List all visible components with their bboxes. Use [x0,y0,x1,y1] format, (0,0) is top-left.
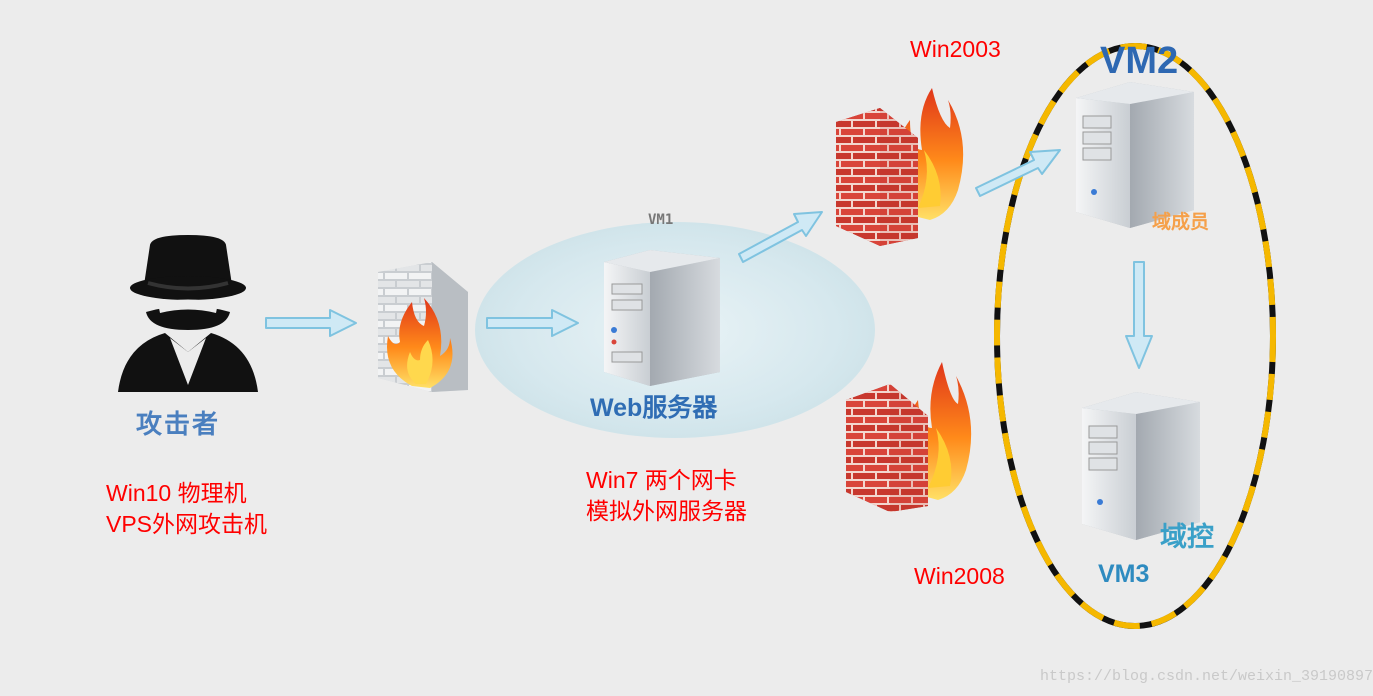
domain-controller-role-label: 域控 [1160,522,1214,552]
firewall-front-icon [378,262,468,392]
arrow-firewall-to-webserver [486,309,579,337]
arrow-attacker-to-firewall [265,309,357,337]
attacker-label: 攻击者 [136,409,221,439]
domain-member-vm-tag: VM2 [1100,40,1179,82]
firewall-top-os-label: Win2003 [910,36,1001,62]
web-server-desc-line1: Win7 两个网卡 [586,467,737,493]
firewall-bottom-os-label: Win2008 [914,563,1005,589]
domain-member-role-label: 域成员 [1152,212,1210,233]
attacker-desc-line2: VPS外网攻击机 [106,511,268,537]
firewall-bottom-icon [846,362,972,512]
attacker-spy-icon [118,235,258,392]
domain-controller-vm-tag: VM3 [1098,560,1150,588]
arrow-firewall-to-member [975,149,1061,197]
arrow-webserver-to-firewall-top [738,211,823,263]
firewall-top-icon [836,88,964,246]
domain-member-server-icon [1076,82,1194,228]
web-server-vm-tag: VM1 [648,212,674,228]
web-server-desc-line2: 模拟外网服务器 [586,498,747,524]
network-topology-diagram: VM1 攻击者 Win10 物理机 VPS外网攻击机 Web服务器 Win7 两… [106,36,1373,685]
watermark: https://blog.csdn.net/weixin_39190897 [1040,668,1373,685]
web-server-label: Web服务器 [590,394,718,422]
domain-controller-server-icon [1082,392,1200,540]
diagram-canvas [118,43,1276,629]
attacker-desc-line1: Win10 物理机 [106,480,247,506]
web-server-icon [604,250,720,386]
arrow-member-to-controller [1125,261,1153,369]
